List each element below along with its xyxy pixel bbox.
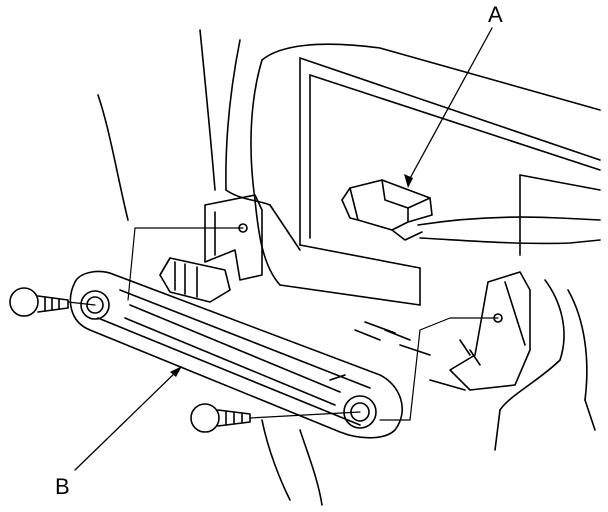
leader-lines: [74, 27, 493, 471]
callout-label-b: B: [55, 474, 70, 499]
alignment-lines: [67, 227, 499, 421]
dashboard-panel: [97, 29, 601, 506]
leader-arrowheads: [170, 174, 413, 377]
bracket-right: [449, 271, 531, 391]
screw-left: [9, 287, 69, 317]
connector-a: [341, 179, 601, 245]
callout-label-a: A: [488, 2, 503, 27]
module-connector: [159, 257, 231, 303]
screw-right: [190, 403, 251, 433]
module-b: [69, 270, 481, 439]
